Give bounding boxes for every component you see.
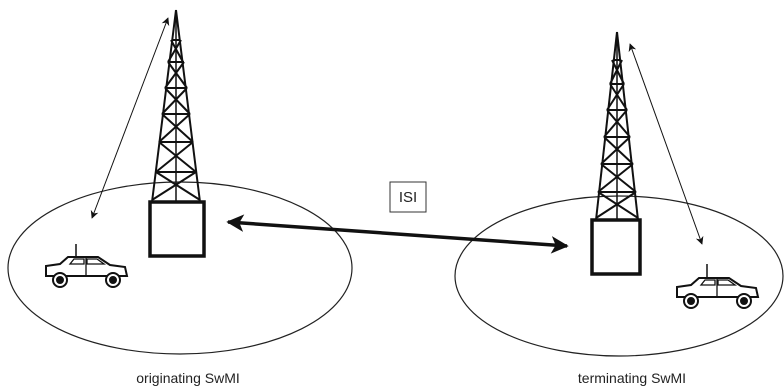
radio-tower-icon xyxy=(151,9,201,203)
car-icon xyxy=(45,244,129,288)
originating-swmi-label: originating SwMI xyxy=(136,370,240,386)
isi-label: ISI xyxy=(399,189,417,206)
right-radio-link-arrow xyxy=(628,43,704,245)
isi-label-box xyxy=(389,181,427,213)
car-icon xyxy=(676,264,760,309)
isi-interconnect-arrow xyxy=(226,214,569,254)
base-station-box-icon xyxy=(590,218,642,276)
terminating-cell-ellipse xyxy=(454,195,784,357)
base-station-box-icon xyxy=(148,200,206,258)
terminating-swmi-label: terminating SwMI xyxy=(578,370,686,386)
radio-tower-icon xyxy=(595,31,639,221)
left-radio-link-arrow xyxy=(90,17,170,219)
